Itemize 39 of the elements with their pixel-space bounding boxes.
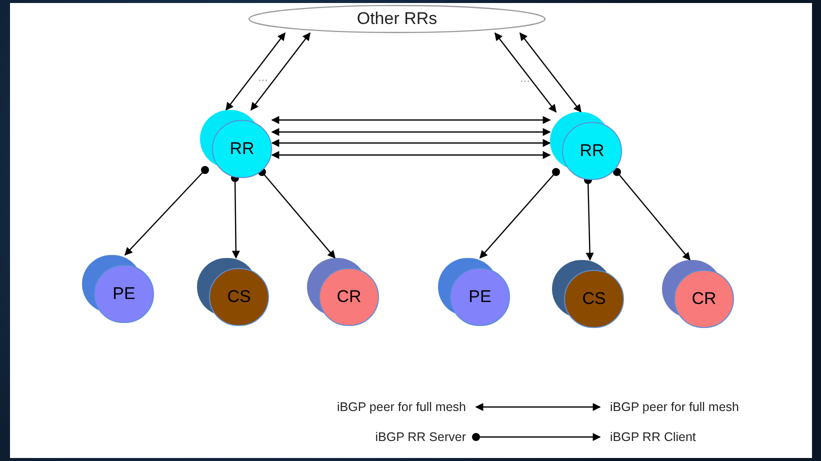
- arrow: [475, 403, 601, 411]
- stacked-circle-node: [197, 258, 269, 326]
- stacked-circle-node: [200, 110, 272, 178]
- node-label: Other RRs: [356, 8, 438, 30]
- arrow: [231, 174, 240, 259]
- stacked-circle-node: [438, 258, 510, 326]
- node-label: PE: [468, 286, 492, 308]
- arrow: [494, 32, 556, 113]
- arrow: [613, 168, 690, 261]
- node-label: CS: [227, 286, 251, 308]
- arrow: [271, 128, 551, 136]
- ellipsis-label: ···: [520, 77, 530, 87]
- arrow: [271, 151, 551, 159]
- node-label: CS: [582, 288, 606, 310]
- stacked-circle-node: [552, 260, 624, 328]
- legend-text: iBGP peer for full mesh: [337, 398, 466, 416]
- stacked-circle-node: [82, 255, 154, 323]
- legend-text: iBGP RR Client: [610, 428, 696, 446]
- stacked-circle-node: [662, 260, 734, 328]
- arrow: [271, 139, 551, 147]
- stacked-circle-node: [550, 112, 622, 180]
- node-label: PE: [112, 283, 136, 306]
- node-label: RR: [580, 140, 604, 162]
- arrow: [226, 32, 286, 111]
- arrow: [472, 433, 601, 441]
- node-label: RR: [230, 138, 254, 160]
- arrow: [250, 32, 310, 111]
- stacked-circle-node: [307, 258, 379, 326]
- legend-text: iBGP RR Server: [375, 428, 466, 446]
- legend-text: iBGP peer for full mesh: [610, 398, 739, 416]
- arrow: [520, 32, 582, 113]
- node-label: CR: [692, 288, 716, 310]
- arrow: [124, 166, 209, 256]
- node-label: CR: [336, 286, 362, 308]
- arrow: [258, 168, 336, 259]
- ellipse-outline: [248, 4, 546, 34]
- arrow: [271, 116, 551, 124]
- arrow: [479, 168, 560, 259]
- ellipsis-label: ···: [258, 76, 268, 86]
